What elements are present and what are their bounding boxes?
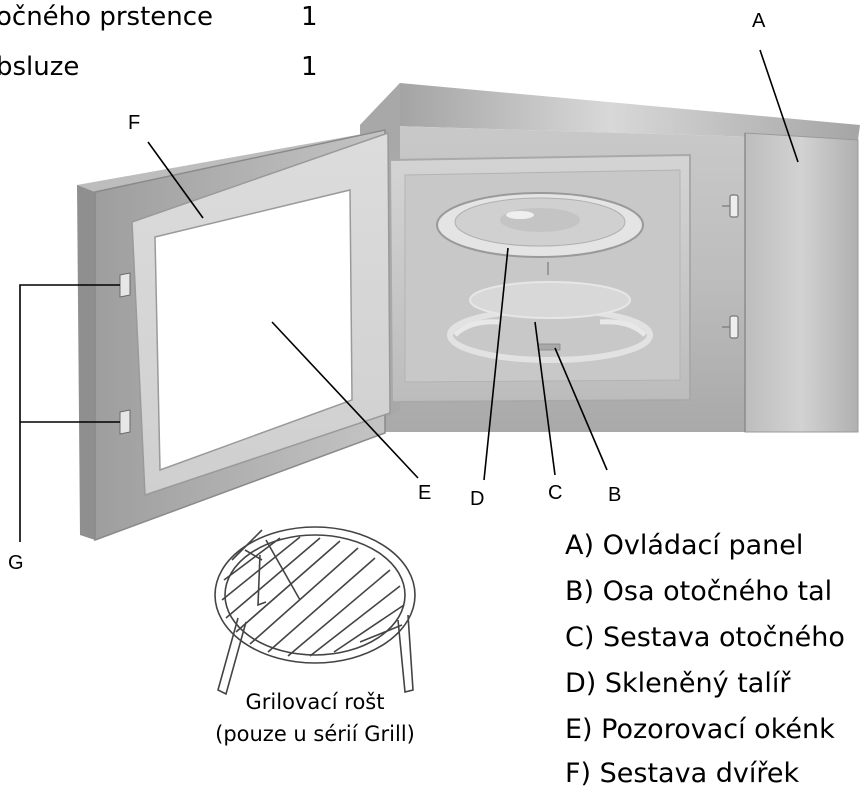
legend-item-c: C) Sestava otočného bbox=[565, 622, 845, 653]
header-line-2-label: bsluze bbox=[0, 52, 80, 82]
latch-slots bbox=[722, 194, 739, 339]
control-panel bbox=[744, 132, 859, 433]
callout-b: B bbox=[608, 484, 622, 506]
callout-c: C bbox=[548, 482, 563, 504]
legend-item-b: B) Osa otočného tal bbox=[565, 576, 833, 607]
legend-item-f: F) Sestava dvířek bbox=[565, 758, 800, 789]
legend-item-d: D) Skleněný talíř bbox=[565, 668, 791, 699]
glass-tray bbox=[436, 192, 644, 258]
callout-e: E bbox=[418, 482, 432, 504]
header-line-2-qty: 1 bbox=[301, 52, 318, 82]
turntable-ring bbox=[447, 281, 653, 363]
rack-caption-line2: (pouze u sérií Grill) bbox=[215, 722, 415, 746]
rack-caption-line1: Grilovací rošt bbox=[245, 690, 385, 714]
legend-item-e: E) Pozorovací okénk bbox=[565, 714, 835, 745]
leader-lines bbox=[19, 49, 799, 542]
callout-a: A bbox=[752, 10, 766, 32]
header-line-1-qty: 1 bbox=[301, 2, 318, 32]
callout-d: D bbox=[470, 488, 485, 510]
legend-item-a: A) Ovládací panel bbox=[565, 530, 804, 561]
door bbox=[77, 129, 391, 542]
callout-f: F bbox=[128, 112, 141, 134]
callout-g: G bbox=[8, 552, 24, 574]
header-line-1-label: očného prstence bbox=[0, 2, 214, 32]
viewing-window bbox=[154, 189, 353, 472]
grill-rack bbox=[214, 526, 416, 696]
